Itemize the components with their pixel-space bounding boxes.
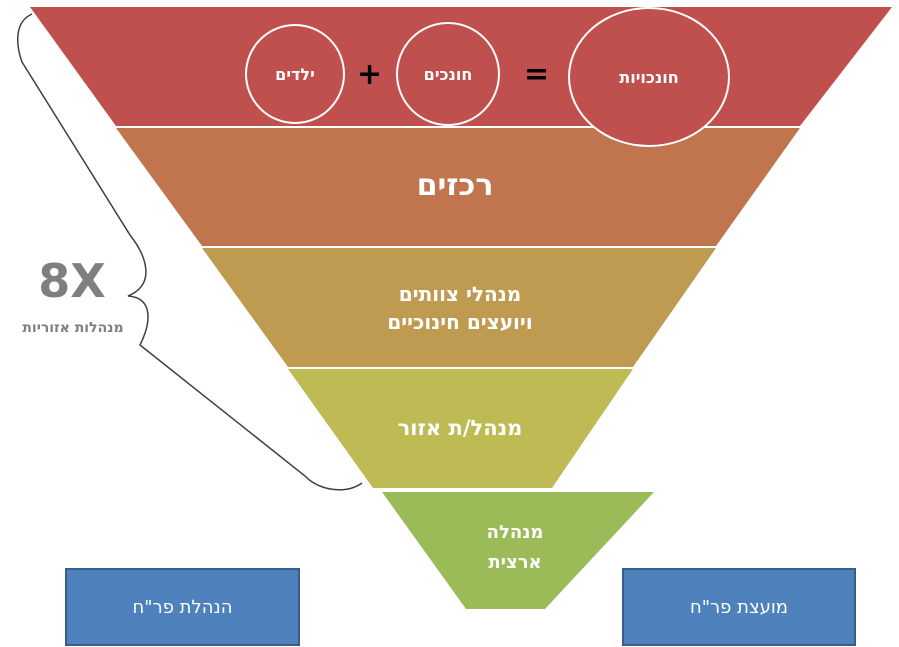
funnel-tier-4 [288, 369, 633, 488]
perah-council-box: מועצת פר"ח [622, 568, 856, 646]
tier-label-line: מנהלי צוותים [398, 282, 522, 306]
perah-council-label: מועצת פר"ח [689, 596, 789, 618]
tier-label-national-admin: מנהלה ארצית [440, 518, 590, 578]
tier-label-team-managers: מנהלי צוותים ויועצים חינוכיים [330, 280, 590, 336]
perah-management-label: הנהלת פר"ח [132, 596, 233, 618]
circle-children-label: ילדים [275, 64, 315, 84]
tier-label-line: ויועצים חינוכיים [387, 310, 533, 334]
funnel-tier-3 [202, 248, 716, 367]
funnel-tier-2 [116, 128, 800, 246]
plus-sign: + [357, 57, 383, 92]
regional-admins-caption: מנהלות אזוריות [22, 320, 124, 336]
funnel-tier-5 [382, 492, 654, 609]
circle-children: ילדים [245, 24, 345, 124]
perah-management-box: הנהלת פר"ח [65, 568, 300, 646]
tier-label-coordinators: רכזים [416, 168, 494, 203]
circle-mentorships: חונכויות [568, 7, 730, 147]
circle-mentors: חונכים [396, 22, 500, 126]
tier-label-line: מנהלה [486, 522, 544, 543]
tier-label-region-manager: מנהל/ת אזור [397, 416, 523, 440]
circle-mentors-label: חונכים [423, 64, 473, 84]
bracket-brace [17, 13, 363, 491]
multiplier-label: 8X [38, 254, 106, 308]
circle-mentorships-label: חונכויות [619, 67, 679, 87]
equals-sign: = [524, 57, 550, 92]
tier-label-line: ארצית [488, 552, 542, 573]
